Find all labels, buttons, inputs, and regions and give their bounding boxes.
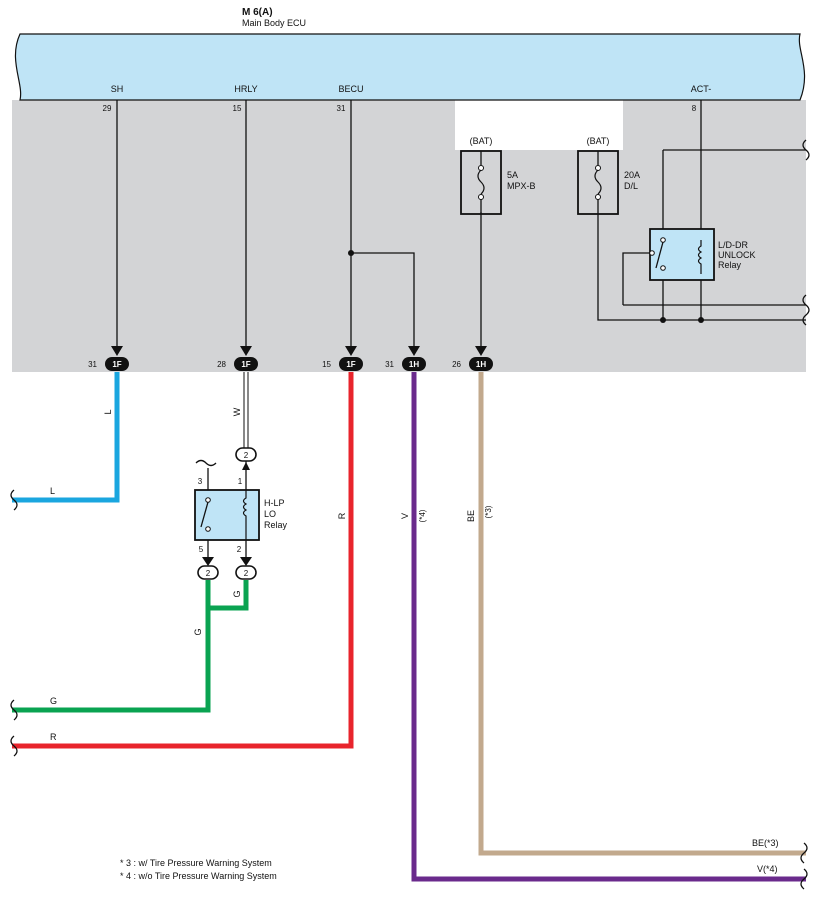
wire-label-g2: G: [232, 590, 242, 597]
wire-note-be: (*3): [484, 505, 493, 518]
relay-pin-5: 5: [199, 545, 204, 554]
output-labels: L G R BE(*3) V(*4): [50, 486, 779, 874]
pin-hrly: 15: [233, 104, 242, 113]
ecu-id: M 6(A): [242, 7, 273, 18]
fuse-rating: 5A: [507, 170, 518, 180]
relay-label-3: Relay: [264, 520, 288, 530]
connector-pin: 26: [452, 360, 461, 369]
fuse-name: MPX-B: [507, 181, 536, 191]
out-label-be: BE(*3): [752, 838, 779, 848]
connector-pin: 28: [217, 360, 226, 369]
connector-1f-15: 15 1F: [322, 346, 363, 371]
junction-dots: [348, 250, 704, 323]
relay-label-2: UNLOCK: [718, 250, 756, 260]
connector-code: 1F: [346, 360, 355, 369]
ecu-terminals: SH HRLY BECU ACT- 29 15 31 8: [103, 84, 712, 113]
relay-pin-1: 1: [238, 477, 243, 486]
footnote-4: * 4 : w/o Tire Pressure Warning System: [120, 871, 277, 881]
connector-code: 1F: [241, 360, 250, 369]
ecu-block: M 6(A) Main Body ECU: [14, 7, 806, 101]
wire-r: [12, 372, 354, 749]
fuse-mpx-b: (BAT) 5A MPX-B: [460, 136, 536, 215]
connector-code: 1H: [476, 360, 486, 369]
hlp-relay: 2 3 1 H-LP LO Relay 5 2 2 2: [194, 447, 288, 580]
fuse-name: D/L: [624, 181, 638, 191]
wire-label-w: W: [232, 407, 242, 416]
connector-pin: 15: [322, 360, 331, 369]
terminal-becu: BECU: [338, 84, 363, 94]
connector-pin: 31: [88, 360, 97, 369]
ecu-body: [14, 33, 806, 101]
fuse-source: (BAT): [470, 136, 493, 146]
right-break-marks: [802, 139, 810, 326]
plug-pin-top: 2: [244, 451, 249, 460]
relay-label-1: L/D-DR: [718, 240, 749, 250]
relay-pin-2: 2: [237, 545, 242, 554]
fuse-source: (BAT): [587, 136, 610, 146]
relay-label-2: LO: [264, 509, 276, 519]
wire-label-be: BE: [466, 510, 476, 522]
relay-pin-3: 3: [198, 477, 203, 486]
relay-label-1: H-LP: [264, 498, 285, 508]
wire-labels: L W R V (*4) BE (*3) G G: [103, 407, 493, 635]
out-label-g: G: [50, 696, 57, 706]
unlock-relay: L/D-DR UNLOCK Relay: [649, 228, 756, 281]
relay-label-3: Relay: [718, 260, 742, 270]
terminal-act: ACT-: [691, 84, 712, 94]
terminal-hrly: HRLY: [234, 84, 257, 94]
wire-be: [478, 372, 806, 856]
pin-becu: 31: [337, 104, 346, 113]
ecu-name: Main Body ECU: [242, 18, 306, 28]
wire-g-down: [12, 598, 211, 713]
plug-pin-right: 2: [244, 569, 249, 578]
connector-1f-31: 31 1F: [88, 346, 129, 371]
wire-label-r: R: [337, 512, 347, 519]
fuse-d-l: (BAT) 20A D/L: [577, 136, 640, 215]
connector-1h-31: 31 1H: [385, 346, 426, 371]
pin-act: 8: [692, 104, 697, 113]
wire-label-g: G: [193, 628, 203, 635]
colored-wires: [12, 372, 806, 882]
connector-code: 1F: [112, 360, 121, 369]
wire-label-v: V: [400, 513, 410, 519]
fuse-rating: 20A: [624, 170, 640, 180]
plug-pin-left: 2: [206, 569, 211, 578]
left-break-marks: [10, 489, 808, 890]
footnote-3: * 3 : w/ Tire Pressure Warning System: [120, 858, 272, 868]
wire-v: [411, 372, 806, 882]
out-label-v: V(*4): [757, 864, 778, 874]
internal-wiring: [116, 100, 806, 350]
footnotes: * 3 : w/ Tire Pressure Warning System * …: [120, 858, 277, 881]
connector-1h-26: 26 1H: [452, 346, 493, 371]
connector-1f-28: 28 1F: [217, 346, 258, 371]
connector-pin: 31: [385, 360, 394, 369]
wire-g: [205, 580, 249, 611]
out-label-l: L: [50, 486, 55, 496]
terminal-sh: SH: [111, 84, 124, 94]
connector-code: 1H: [409, 360, 419, 369]
wire-l: [12, 372, 120, 503]
wire-label-l: L: [103, 409, 113, 414]
out-label-r: R: [50, 732, 57, 742]
pin-sh: 29: [103, 104, 112, 113]
wire-note-v: (*4): [418, 509, 427, 522]
